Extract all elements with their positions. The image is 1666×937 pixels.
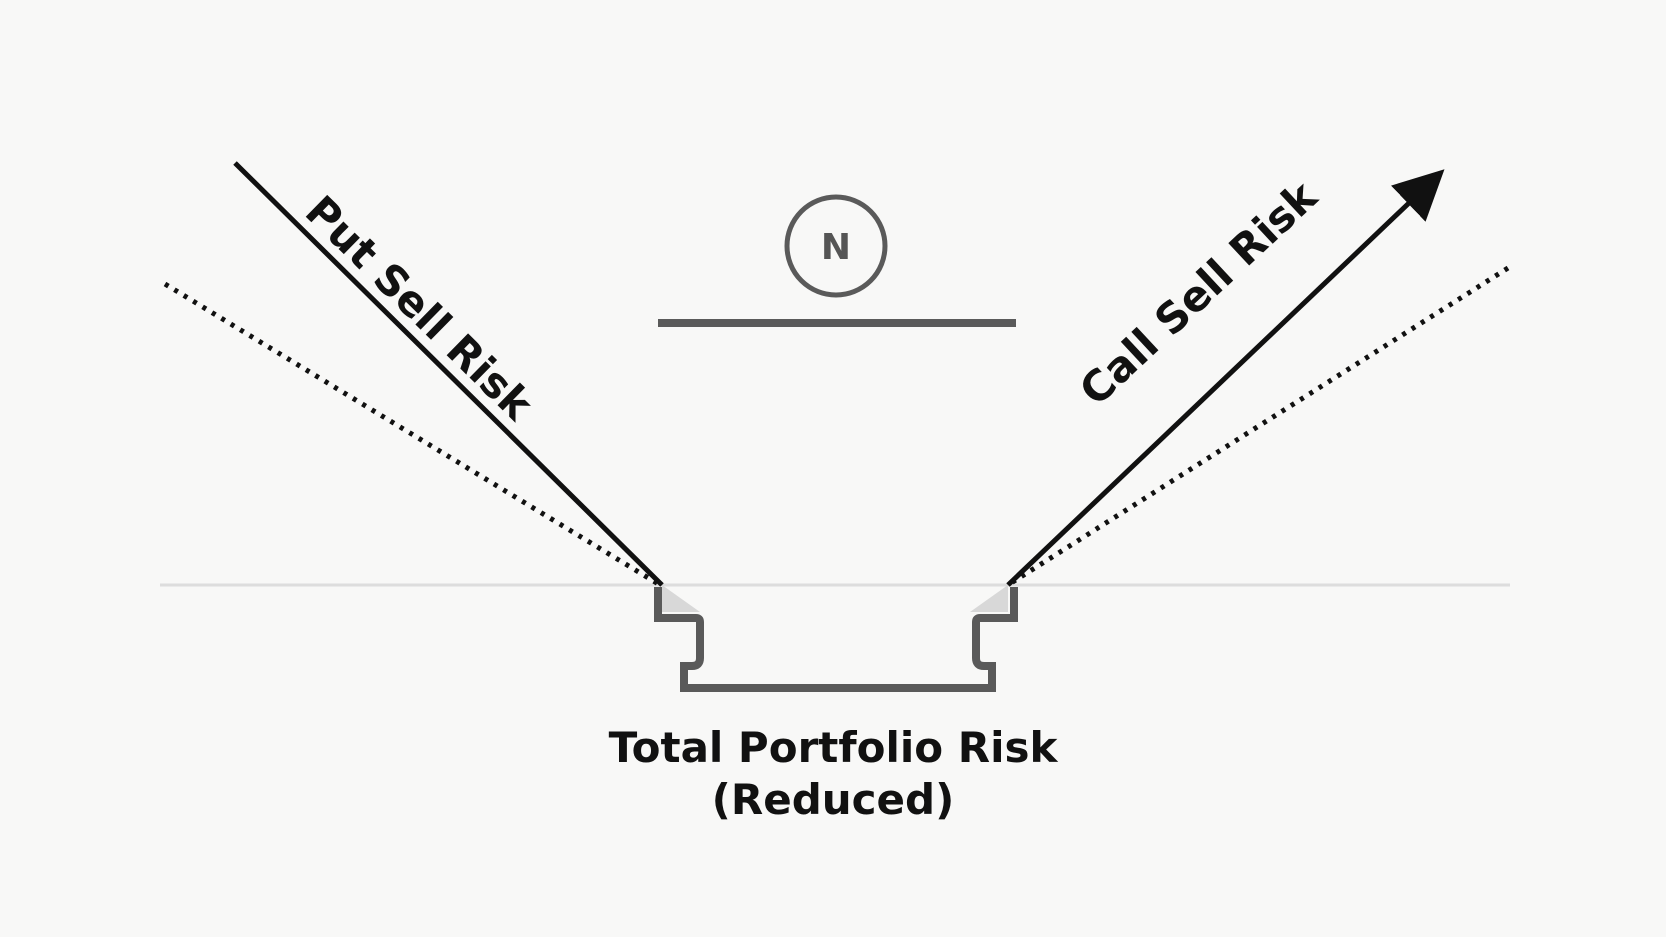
caption-line-2: (Reduced) bbox=[711, 775, 955, 824]
neutral-circle-icon bbox=[784, 194, 888, 298]
neutral-symbol-letter: N bbox=[821, 227, 851, 268]
put-dotted-line bbox=[163, 281, 662, 588]
put-risk-line bbox=[233, 161, 664, 587]
left-bevel bbox=[662, 585, 700, 612]
call-dotted-line bbox=[1006, 265, 1510, 588]
put-sell-risk-label: Put Sell Risk bbox=[296, 186, 543, 430]
call-sell-risk-label: Call Sell Risk bbox=[1070, 171, 1327, 415]
right-bevel bbox=[970, 585, 1008, 612]
call-risk-line bbox=[1006, 169, 1445, 587]
portfolio-risk-caption: Total Portfolio Risk (Reduced) bbox=[583, 722, 1083, 826]
caption-line-1: Total Portfolio Risk bbox=[608, 723, 1058, 772]
portfolio-risk-channel bbox=[654, 587, 1018, 692]
